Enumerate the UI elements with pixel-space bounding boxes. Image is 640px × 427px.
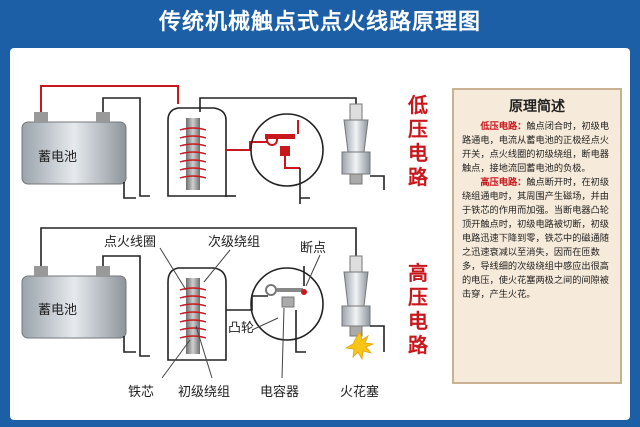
svg-text:压: 压 (408, 117, 428, 141)
battery-top (21, 121, 127, 185)
svg-text:电: 电 (408, 141, 428, 165)
high-voltage-label: 高压电路： (480, 177, 527, 188)
description-box: 原理简述 低压电路：触点闭合时，初级电路通电，电流从蓄电池的正极经点火开关，点火… (452, 88, 622, 384)
svg-text:压: 压 (408, 285, 428, 309)
description-heading: 原理简述 (509, 99, 565, 115)
low-voltage-label: 低压电路： (480, 121, 527, 132)
breaker-circle-top (250, 113, 324, 187)
svg-text:电: 电 (408, 309, 428, 333)
svg-text:低: 低 (407, 93, 428, 117)
label-battery-bottom: 蓄电池 (38, 303, 77, 318)
high-voltage-circuit (21, 227, 385, 379)
label-secondary-winding: 次级绕组 (208, 234, 260, 250)
svg-text:路: 路 (408, 333, 429, 357)
coil-housing-bottom (167, 267, 227, 361)
low-voltage-paragraph: 低压电路：触点闭合时，初级电路通电，电流从蓄电池的正极经点火开关，点火线圈的初级… (462, 120, 612, 176)
spark-plug-bottom (341, 255, 371, 337)
spark-plug-top (341, 103, 371, 185)
label-cam: 凸轮 (228, 321, 254, 336)
coil-housing-top (167, 107, 227, 197)
watermark: 头条 @科技智能制造 (480, 402, 592, 416)
label-ignition-coil: 点火线圈 (104, 235, 156, 250)
label-breaker-point: 断点 (300, 241, 326, 256)
battery-bottom (21, 275, 127, 339)
label-capacitor: 电容器 (260, 384, 299, 400)
side-label-high: 高 压 电 路 (408, 261, 429, 357)
breaker-circle-bottom (250, 267, 324, 341)
low-voltage-circuit (21, 85, 385, 204)
label-spark-plug: 火花塞 (340, 384, 379, 400)
high-voltage-text: 触点断开时，在初级绕组通电时，其周围产生磁场，并由于铁芯的作用而加强。当断电器凸… (462, 177, 610, 300)
high-voltage-paragraph: 高压电路：触点断开时，在初级绕组通电时，其周围产生磁场，并由于铁芯的作用而加强。… (462, 176, 612, 302)
iron-core-bottom (186, 278, 200, 354)
label-iron-core: 铁芯 (128, 385, 154, 400)
label-primary-winding: 初级绕组 (178, 385, 230, 400)
side-label-low: 低 压 电 路 (407, 93, 429, 189)
svg-text:高: 高 (408, 261, 428, 285)
label-battery-top: 蓄电池 (38, 150, 77, 165)
spark-icon (344, 331, 375, 361)
page-title: 传统机械触点式点火线路原理图 (158, 10, 481, 35)
low-voltage-text: 触点闭合时，初级电路通电，电流从蓄电池的正极经点火开关，点火线圈的初级绕组，断电… (462, 121, 610, 174)
svg-text:路: 路 (408, 165, 429, 189)
